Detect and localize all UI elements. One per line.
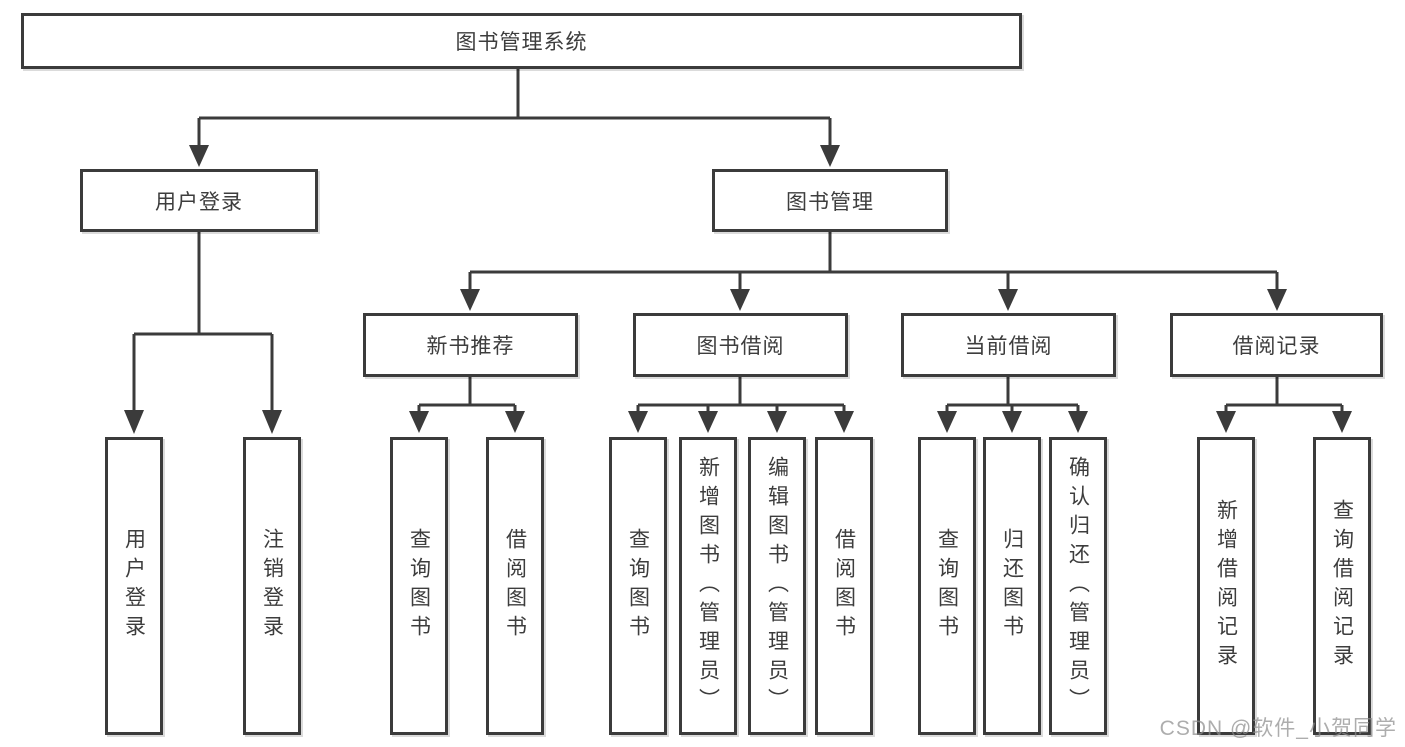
- node-label: 新增图书（管理员）: [696, 455, 720, 717]
- node-book-borrowing: 图书借阅: [633, 313, 848, 377]
- node-label: 借阅图书: [832, 528, 856, 644]
- node-label: 图书管理系统: [455, 31, 588, 54]
- leaf-add-books-admin: 新增图书（管理员）: [679, 437, 737, 735]
- leaf-logout-login: 注销登录: [243, 437, 301, 735]
- leaf-borrow-books-borrow: 借阅图书: [815, 437, 873, 735]
- node-root: 图书管理系统: [21, 13, 1022, 69]
- leaf-borrow-books-newrec: 借阅图书: [486, 437, 544, 735]
- node-label: 用户登录: [155, 190, 243, 214]
- node-user-login: 用户登录: [80, 169, 318, 232]
- node-new-book-recommend: 新书推荐: [363, 313, 578, 377]
- node-label: 图书管理: [786, 190, 874, 214]
- node-label: 确认归还（管理员）: [1066, 455, 1090, 717]
- node-book-management: 图书管理: [712, 169, 948, 232]
- node-label: 查询图书: [407, 528, 431, 644]
- leaf-add-borrow-record: 新增借阅记录: [1197, 437, 1255, 735]
- node-label: 注销登录: [260, 528, 284, 644]
- leaf-return-books: 归还图书: [983, 437, 1041, 735]
- node-label: 当前借阅: [964, 335, 1053, 358]
- leaf-query-books-current: 查询图书: [918, 437, 976, 735]
- node-label: 归还图书: [1000, 528, 1024, 644]
- leaf-user-login: 用户登录: [105, 437, 163, 735]
- node-label: 图书借阅: [696, 335, 785, 358]
- node-label: 用户登录: [122, 528, 146, 644]
- node-borrowing-records: 借阅记录: [1170, 313, 1383, 377]
- leaf-query-borrow-record: 查询借阅记录: [1313, 437, 1371, 735]
- leaf-edit-books-admin: 编辑图书（管理员）: [748, 437, 806, 735]
- node-label: 查询借阅记录: [1330, 499, 1354, 673]
- watermark: CSDN @软件_小贺同学: [1159, 717, 1397, 740]
- leaf-query-books-borrow: 查询图书: [609, 437, 667, 735]
- node-label: 新增借阅记录: [1214, 499, 1238, 673]
- node-label: 查询图书: [626, 528, 650, 644]
- leaf-confirm-return-admin: 确认归还（管理员）: [1049, 437, 1107, 735]
- leaf-query-books-newrec: 查询图书: [390, 437, 448, 735]
- node-label: 查询图书: [935, 528, 959, 644]
- node-label: 编辑图书（管理员）: [765, 455, 789, 717]
- node-label: 借阅图书: [503, 528, 527, 644]
- node-current-borrowing: 当前借阅: [901, 313, 1116, 377]
- node-label: 借阅记录: [1232, 335, 1321, 358]
- node-label: 新书推荐: [426, 335, 515, 358]
